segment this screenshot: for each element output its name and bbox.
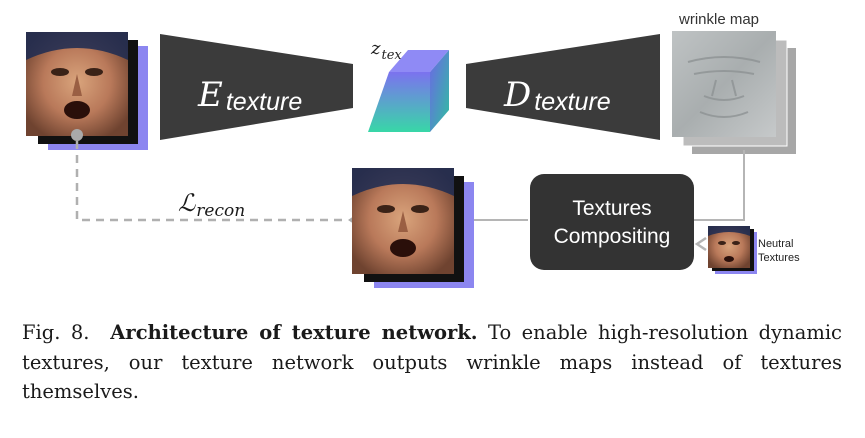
- encoder-subscript: texture: [226, 88, 302, 116]
- caption-body: To enable high-resolution dynamic textur…: [22, 321, 842, 404]
- input-connector-dot: [71, 129, 83, 141]
- encoder-symbol: E: [197, 75, 223, 115]
- output-texture-stack: [352, 168, 474, 288]
- wrinkle-map-label: wrinkle map: [678, 11, 759, 28]
- input-texture-stack: [26, 32, 148, 150]
- neutral-face-texture: [708, 226, 750, 268]
- wrinkle-lines: [687, 56, 761, 118]
- wrinkle-map-stack: wrinkle map: [672, 11, 796, 154]
- recon-loss-symbol: ℒ: [178, 189, 196, 217]
- neutral-arrow-icon: [694, 236, 707, 252]
- recon-loss-subscript: recon: [196, 201, 245, 221]
- latent-top-face: [389, 50, 449, 72]
- latent-subscript: tex: [381, 48, 402, 63]
- decoder-symbol: D: [503, 75, 531, 115]
- wrinkle-to-compositing-line: [694, 150, 745, 221]
- recon-loss-label: ℒrecon: [178, 189, 245, 221]
- latent-code: ztex: [368, 38, 449, 132]
- latent-symbol: z: [370, 38, 381, 59]
- caption-title: Architecture of texture network.: [110, 321, 478, 344]
- figure-caption: Fig. 8. Architecture of texture network.…: [22, 318, 842, 407]
- latent-label: ztex: [370, 38, 402, 63]
- input-face-texture: [26, 32, 128, 136]
- recon-loss-dashed-line: [75, 141, 348, 222]
- latent-side-face: [430, 50, 449, 132]
- compositing-line-2: Compositing: [554, 225, 671, 248]
- compositing-line-1: Textures: [572, 197, 651, 220]
- textures-compositing-block: Textures Compositing: [530, 174, 694, 270]
- neutral-line-2: Textures: [758, 252, 800, 264]
- wrinkle-map-image: [672, 31, 776, 137]
- caption-label: Fig. 8.: [22, 321, 90, 344]
- neutral-textures: Neutral Textures: [694, 226, 800, 274]
- latent-front-face: [368, 72, 430, 132]
- neutral-line-1: Neutral: [758, 238, 793, 250]
- output-face-texture: [352, 168, 454, 274]
- decoder-subscript: texture: [534, 88, 610, 116]
